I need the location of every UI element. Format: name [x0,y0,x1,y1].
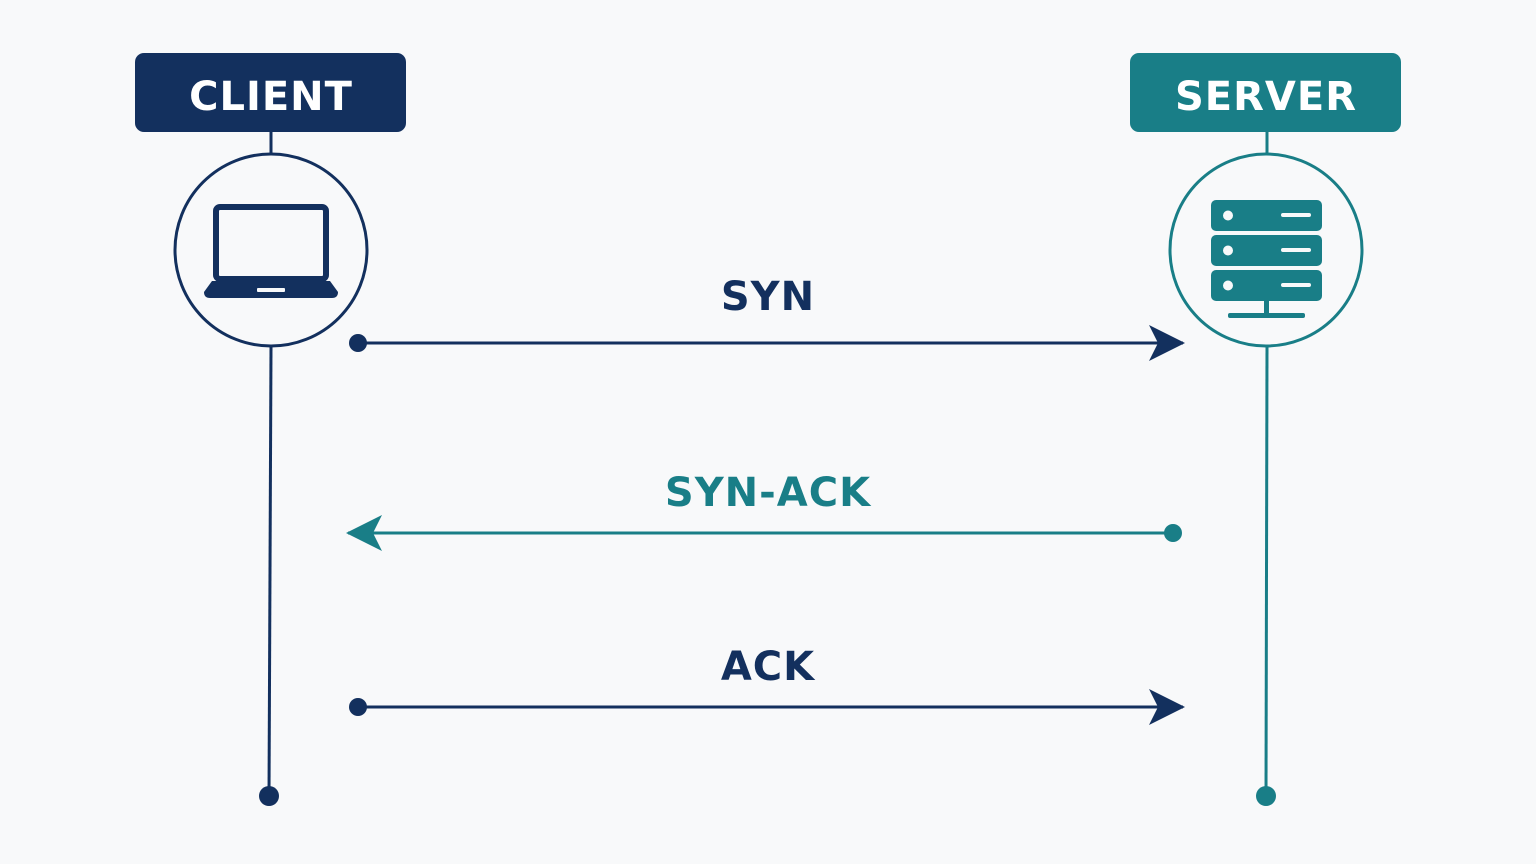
message-syn: SYN [349,274,1185,361]
message-syn-ack: SYN-ACK [346,470,1182,551]
server-header-box [1130,53,1401,132]
message-ack: ACK [349,644,1185,725]
client-header: CLIENT [135,53,406,132]
message-syn-ack-label: SYN-ACK [665,470,872,516]
client-lifeline [267,346,273,796]
client-header-box [135,53,406,132]
client-node-circle [173,152,369,348]
server-lifeline-end-dot [1256,786,1276,806]
server-lifeline [1264,346,1269,796]
client-lifeline-end-dot [259,786,279,806]
message-ack-label: ACK [721,644,816,690]
server-node-circle [1168,152,1364,348]
laptop-icon [204,204,338,298]
server-header-label: SERVER [1175,74,1357,120]
message-syn-label: SYN [721,274,815,320]
client-header-label: CLIENT [189,74,353,120]
server-rack-icon [1211,200,1322,318]
server-header: SERVER [1130,53,1401,132]
